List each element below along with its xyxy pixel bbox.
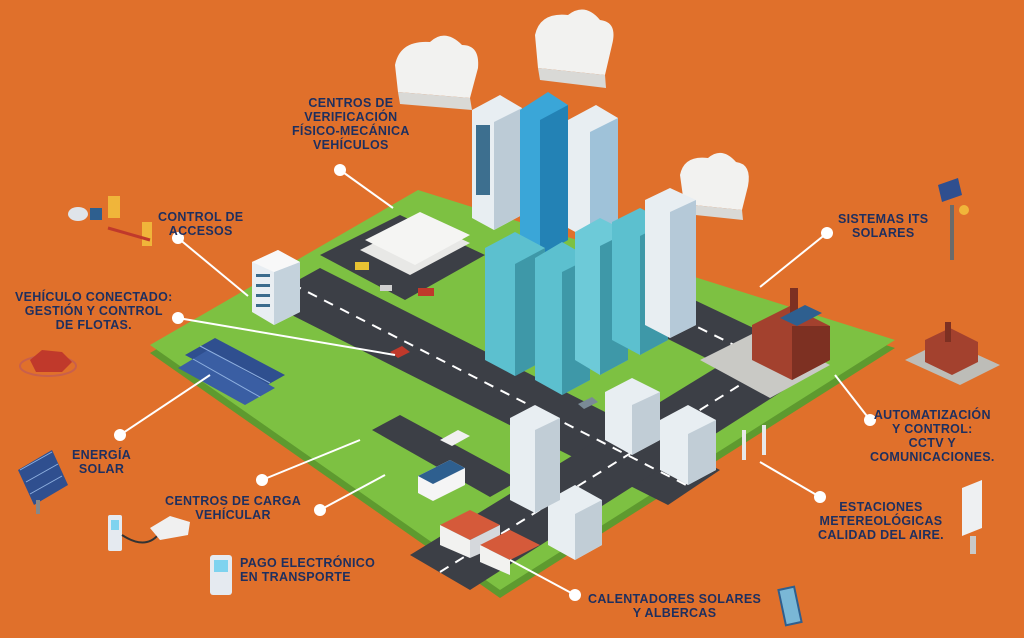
cloud-icon xyxy=(535,9,614,88)
charging-station-icon xyxy=(108,515,190,551)
label-line: AUTOMATIZACIÓN xyxy=(873,408,991,422)
label-line: DE FLOTAS. xyxy=(55,318,132,332)
label-line: VEHÍCULOS xyxy=(313,138,389,152)
label-line: CENTROS DE CARGA xyxy=(165,494,302,508)
label-vehiculo: VEHÍCULO CONECTADO: GESTIÓN Y CONTROL DE… xyxy=(15,290,173,332)
skyscraper-glass xyxy=(568,105,618,240)
car-icon xyxy=(19,350,77,377)
label-line: GESTIÓN Y CONTROL xyxy=(24,304,163,318)
apartment-block xyxy=(510,378,716,560)
connector-lines xyxy=(119,169,871,596)
label-line: SISTEMAS ITS xyxy=(838,212,929,226)
solar-panel-icon xyxy=(178,338,285,405)
label-line: ESTACIONES xyxy=(839,500,923,514)
label-estaciones: ESTACIONES METEREOLÓGICAS CALIDAD DEL AI… xyxy=(818,500,944,542)
label-automatizacion: AUTOMATIZACIÓN Y CONTROL: CCTV Y COMUNIC… xyxy=(870,408,995,464)
label-energia: ENERGÍA SOLAR xyxy=(72,448,131,476)
label-line: SOLAR xyxy=(78,462,125,476)
connector-dots xyxy=(114,164,876,601)
label-line: SOLARES xyxy=(851,226,915,240)
label-accesos: CONTROL DE ACCESOS xyxy=(158,210,243,238)
factory-icon xyxy=(700,288,830,398)
bus-icon xyxy=(418,460,465,501)
solar-panel-icon xyxy=(18,450,68,514)
label-line: METEREOLÓGICAS xyxy=(819,514,943,528)
gas-station-icon xyxy=(320,212,485,300)
label-line: CENTROS DE xyxy=(308,96,394,110)
tower-cluster xyxy=(485,188,696,395)
label-line: EN TRANSPORTE xyxy=(240,570,351,584)
label-line: CONTROL DE xyxy=(158,210,244,224)
label-line: CALENTADORES SOLARES xyxy=(588,592,762,606)
label-line: VERIFICACIÓN xyxy=(304,110,398,124)
label-its: SISTEMAS ITS SOLARES xyxy=(838,212,928,240)
label-line: VEHÍCULO CONECTADO: xyxy=(15,290,173,304)
label-line: Y ALBERCAS xyxy=(632,606,717,620)
label-line: FÍSICO-MECÁNICA xyxy=(292,124,410,138)
skyscraper-blue xyxy=(520,92,568,255)
cloud-icon xyxy=(680,152,749,220)
label-line: VEHÍCULAR xyxy=(195,508,271,522)
label-calentadores: CALENTADORES SOLARES Y ALBERCAS xyxy=(588,592,761,620)
label-pago: PAGO ELECTRÓNICO EN TRANSPORTE xyxy=(240,556,375,584)
label-line: PAGO ELECTRÓNICO xyxy=(240,556,376,570)
label-line: COMUNICACIONES. xyxy=(870,450,995,464)
office-building-white xyxy=(252,250,300,325)
label-line: CCTV Y xyxy=(908,436,957,450)
label-carga: CENTROS DE CARGA VEHÍCULAR xyxy=(165,494,301,522)
security-camera-icon xyxy=(68,196,152,246)
payment-terminal-icon xyxy=(210,555,232,595)
factory-icon xyxy=(905,322,1000,385)
weather-station-icon xyxy=(742,425,982,554)
solar-heater-icon xyxy=(777,585,803,627)
solar-panel-icon xyxy=(938,178,969,260)
label-verificacion: CENTROS DE VERIFICACIÓN FÍSICO-MECÁNICA … xyxy=(292,96,410,152)
label-line: CALIDAD DEL AIRE. xyxy=(818,528,944,542)
skyscraper-white xyxy=(472,95,522,230)
label-line: ENERGÍA xyxy=(72,448,132,462)
cloud-icon xyxy=(395,35,479,110)
label-line: Y CONTROL: xyxy=(892,422,973,436)
house-icon xyxy=(440,510,540,575)
label-line: ACCESOS xyxy=(168,224,233,238)
